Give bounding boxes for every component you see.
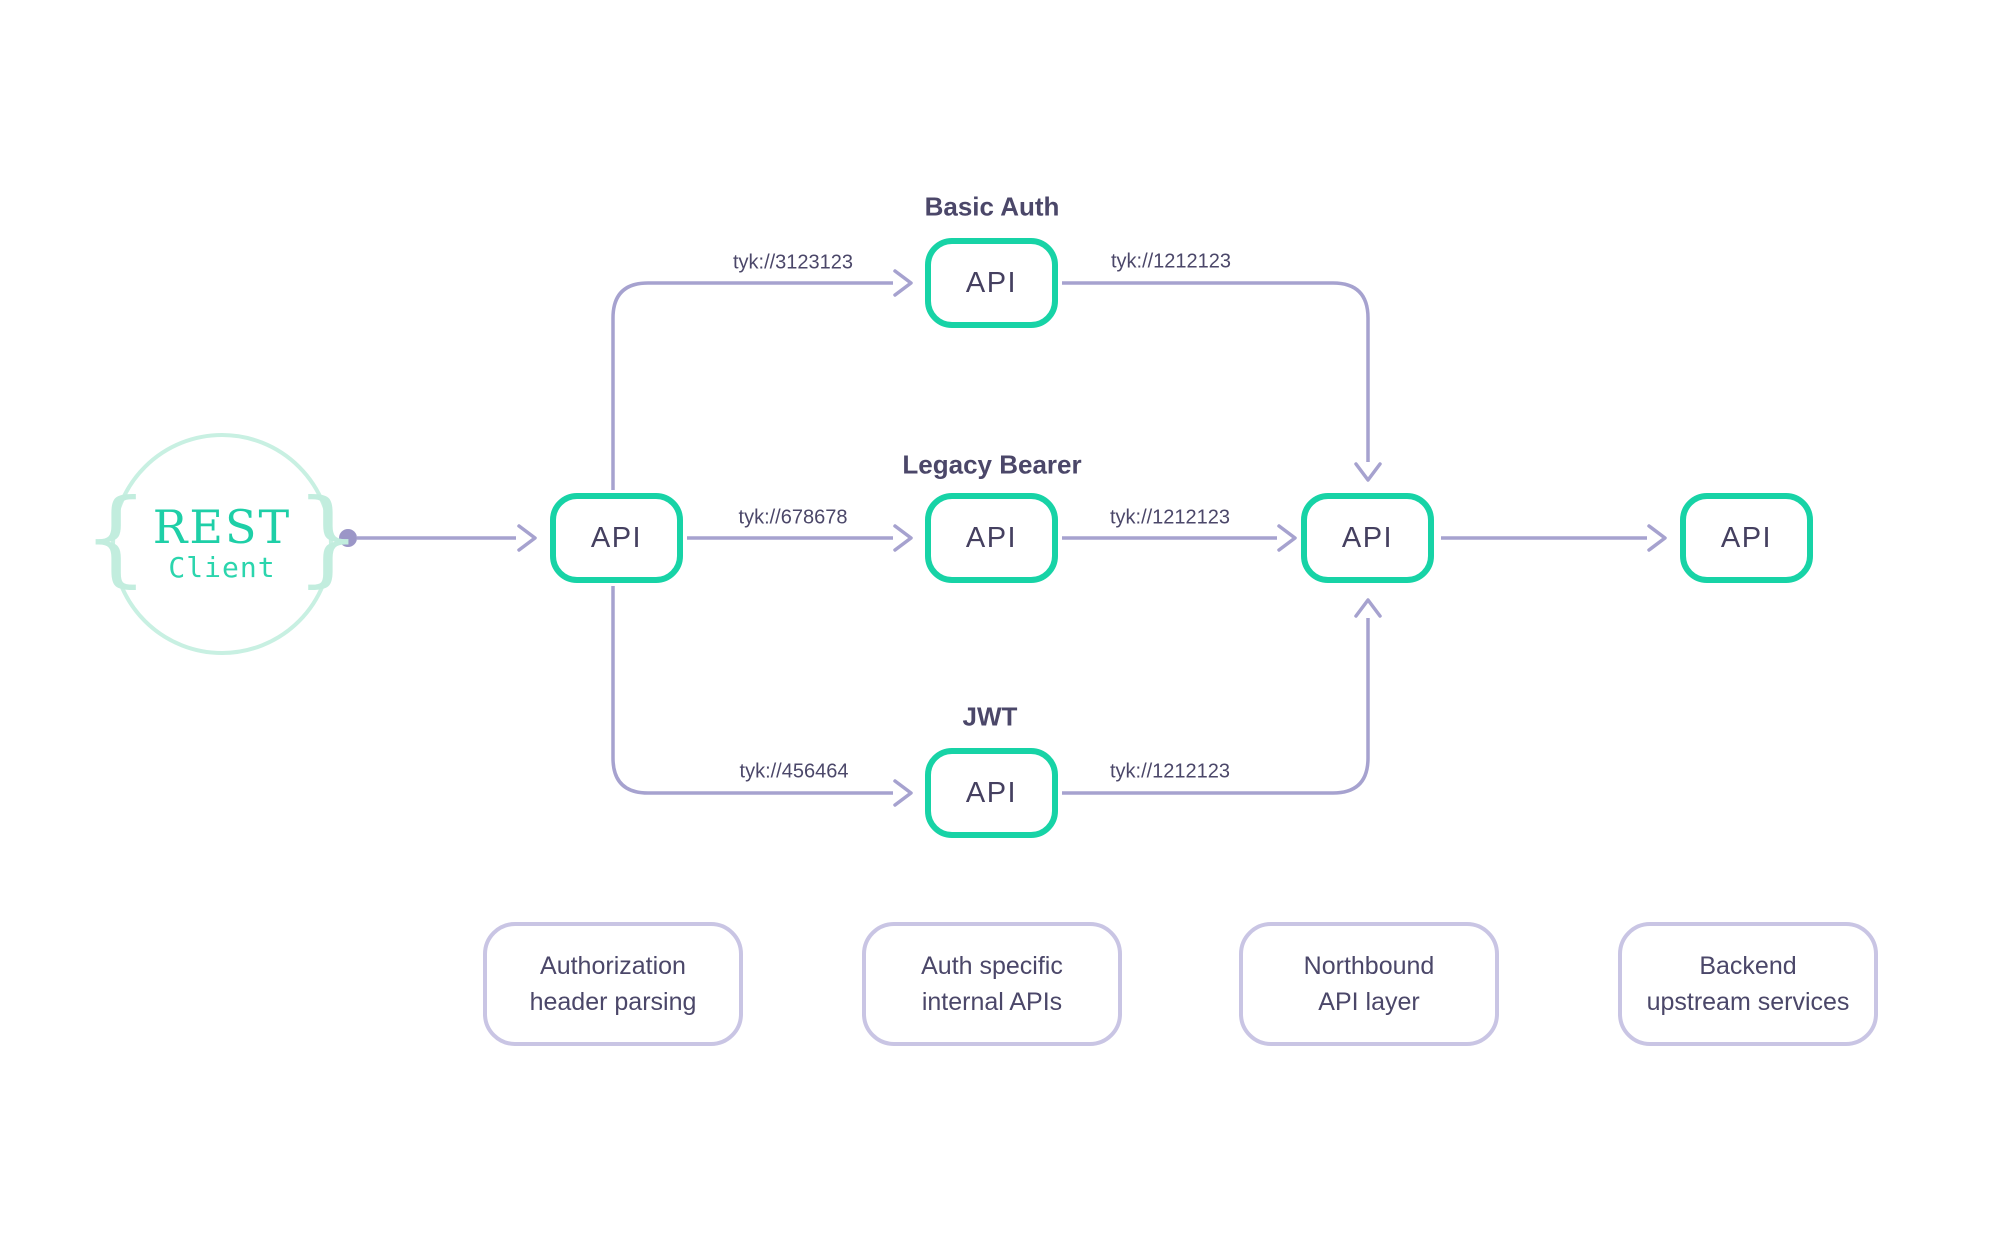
api-node-gateway: API bbox=[550, 493, 683, 583]
node-title-basic-auth: Basic Auth bbox=[924, 191, 1060, 222]
arrowhead-right-icon bbox=[1647, 524, 1667, 552]
rest-client-node: { REST Client } bbox=[83, 433, 361, 655]
legend-backend-upstream-services: Backend upstream services bbox=[1618, 922, 1878, 1046]
legend-line: Authorization bbox=[540, 952, 686, 980]
node-title-jwt: JWT bbox=[962, 701, 1018, 732]
edge-gateway-to-basic bbox=[611, 269, 913, 490]
api-node-legacy-bearer: API bbox=[925, 493, 1058, 583]
legend-line: header parsing bbox=[529, 988, 697, 1016]
legend-northbound-api-layer: Northbound API layer bbox=[1239, 922, 1499, 1046]
right-brace-glyph: } bbox=[295, 476, 362, 599]
edge-label-to-legacy: tyk://678678 bbox=[738, 506, 848, 529]
edge-gateway-to-legacy bbox=[687, 524, 913, 552]
edge-label-legacy-out: tyk://1212123 bbox=[1109, 506, 1231, 529]
left-brace-glyph: { bbox=[82, 476, 149, 599]
arrowhead-right-icon bbox=[517, 524, 537, 552]
legend-line: API layer bbox=[1318, 988, 1420, 1016]
flow-start-dot bbox=[339, 529, 357, 547]
node-title-legacy-bearer: Legacy Bearer bbox=[902, 449, 1082, 480]
legend-line: Auth specific bbox=[921, 952, 1063, 980]
rest-client-line1: REST bbox=[152, 500, 292, 555]
api-node-basic-auth: API bbox=[925, 238, 1058, 328]
edge-label-to-jwt: tyk://456464 bbox=[739, 760, 849, 783]
edge-northbound-to-backend bbox=[1441, 524, 1667, 552]
arrowhead-right-icon bbox=[1277, 524, 1297, 552]
api-node-northbound: API bbox=[1301, 493, 1434, 583]
rest-client-line2: Client bbox=[168, 551, 276, 585]
legend-line: Northbound bbox=[1303, 952, 1435, 980]
edge-basic-to-northbound bbox=[1062, 281, 1382, 482]
arrowhead-down-icon bbox=[1354, 462, 1382, 482]
edge-line bbox=[1062, 618, 1370, 795]
arrowhead-right-icon bbox=[893, 524, 913, 552]
api-node-jwt: API bbox=[925, 748, 1058, 838]
edge-label-jwt-out: tyk://1212123 bbox=[1109, 760, 1231, 783]
edge-legacy-to-northbound bbox=[1062, 524, 1297, 552]
edge-line bbox=[611, 281, 893, 490]
arrowhead-right-icon bbox=[893, 269, 913, 297]
legend-authorization-header-parsing: Authorization header parsing bbox=[483, 922, 743, 1046]
edge-label-to-basic: tyk://3123123 bbox=[732, 251, 854, 274]
edge-jwt-to-northbound bbox=[1062, 598, 1382, 795]
arrowhead-right-icon bbox=[893, 779, 913, 807]
legend-auth-specific-internal-apis: Auth specific internal APIs bbox=[862, 922, 1122, 1046]
legend-line: Backend bbox=[1699, 952, 1797, 980]
edge-gateway-to-jwt bbox=[611, 586, 913, 807]
edge-client-to-gateway bbox=[339, 524, 537, 552]
api-node-backend: API bbox=[1680, 493, 1813, 583]
arrowhead-up-icon bbox=[1354, 598, 1382, 618]
legend-line: internal APIs bbox=[921, 988, 1063, 1016]
legend-line: upstream services bbox=[1646, 988, 1850, 1016]
edge-line bbox=[611, 586, 893, 795]
edge-label-basic-out: tyk://1212123 bbox=[1110, 250, 1232, 273]
edge-line bbox=[1062, 281, 1370, 462]
